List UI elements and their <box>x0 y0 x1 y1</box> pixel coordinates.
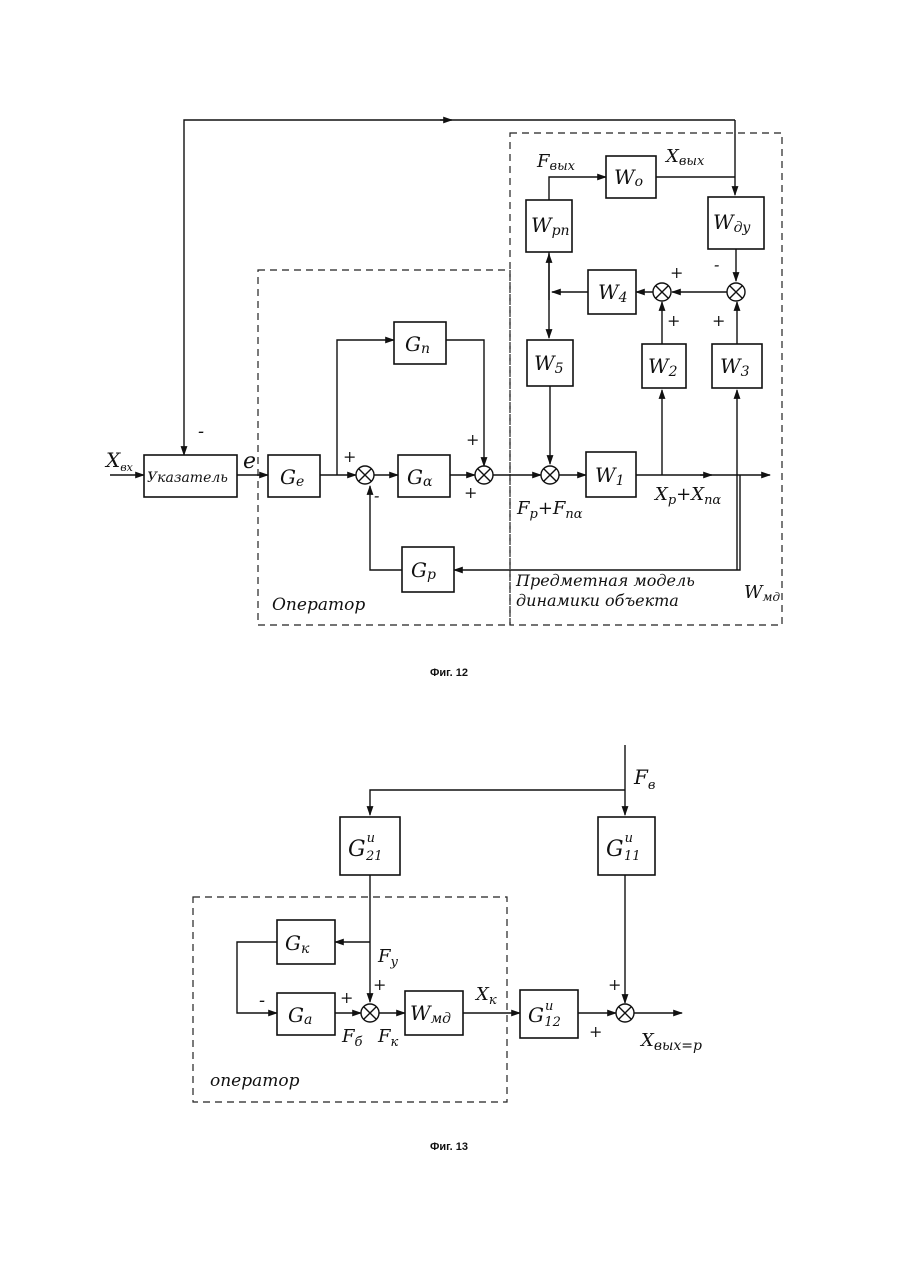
summing-junction-4 <box>653 283 671 301</box>
fk-signal-label: Fк <box>377 1026 399 1050</box>
fig13-summing-junction-1 <box>361 1004 379 1022</box>
plus-sign-sum2-bottom: + <box>464 483 477 502</box>
error-signal-label: e <box>243 449 256 474</box>
force-sum-label: Fp+Fnα <box>516 498 583 522</box>
position-sum-label: Xp+Xnα <box>653 484 721 508</box>
minus-sign-indicator: - <box>198 421 204 442</box>
plus-sign-sum2-left: + <box>589 1022 602 1041</box>
fout-signal-label: Fвых <box>536 151 576 174</box>
plus-sign-sum1: + <box>343 447 356 466</box>
input-signal-label: Xвх <box>104 448 134 474</box>
object-model-symbol: Wмд <box>744 582 780 604</box>
plus-sign-sum2-top: + <box>466 430 479 449</box>
fy-signal-label: Fу <box>377 946 399 970</box>
fig13-summing-junction-2 <box>616 1004 634 1022</box>
minus-sign-sum5: - <box>714 255 719 274</box>
plus-sign-sum1-left: + <box>340 988 353 1007</box>
operator-region-label: Оператор <box>272 595 365 615</box>
figure-13-caption: Фиг. 13 <box>430 1141 468 1153</box>
plus-sign-sum4-top: + <box>670 263 683 282</box>
object-model-label-line2: динамики объекта <box>516 591 679 610</box>
xout-signal-label: Xвых <box>664 146 705 169</box>
plus-sign-sum2-top: + <box>608 975 621 994</box>
summing-junction-1 <box>356 466 374 484</box>
figure-13: Fв Gи21 Gи11 Gк Fу Ga - + + <box>193 745 702 1153</box>
plus-sign-sum4-bottom: + <box>667 311 680 330</box>
plus-sign-sum1-top: + <box>373 975 386 994</box>
fb-signal-label: Fб <box>341 1026 363 1050</box>
summing-junction-2 <box>475 466 493 484</box>
indicator-label: Указатель <box>147 470 228 486</box>
summing-junction-3 <box>541 466 559 484</box>
fig13-operator-label: оператор <box>210 1071 300 1091</box>
minus-sign-sum1: - <box>374 486 379 505</box>
figure-12-caption: Фиг. 12 <box>430 667 468 679</box>
figure-12: Xвх Указатель - e Ge Gn + - Gα <box>104 120 782 679</box>
fv-signal-label: Fв <box>633 765 655 793</box>
object-model-label-line1: Предметная модель <box>515 571 695 590</box>
plus-sign-sum5-bottom: + <box>712 311 725 330</box>
xk-signal-label: Xк <box>474 984 497 1008</box>
summing-junction-5 <box>727 283 745 301</box>
xout-signal-label-fig13: Xвых=р <box>639 1030 702 1054</box>
minus-sign-ga: - <box>259 990 265 1011</box>
